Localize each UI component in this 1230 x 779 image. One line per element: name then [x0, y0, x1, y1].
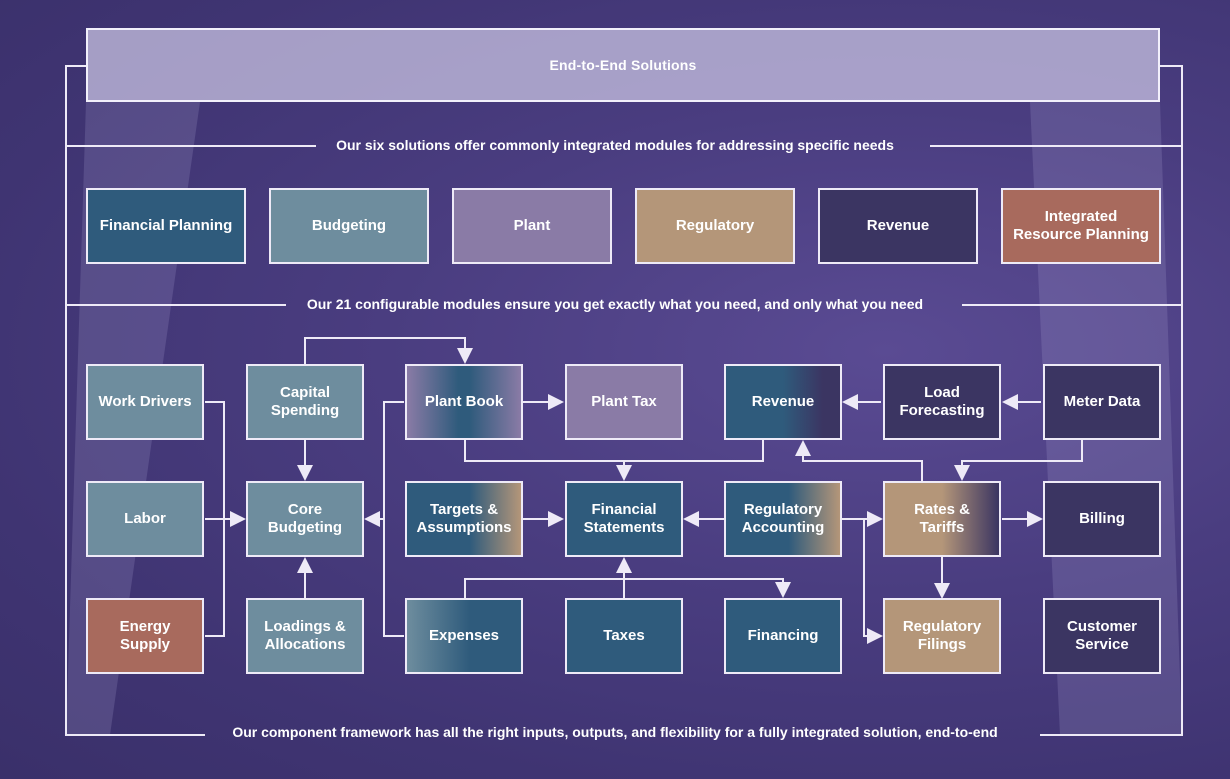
- module-regulatory-accounting[interactable]: Regulatory Accounting: [724, 481, 842, 557]
- module-taxes[interactable]: Taxes: [565, 598, 683, 674]
- module-targets-assumptions[interactable]: Targets & Assumptions: [405, 481, 523, 557]
- module-energy-supply[interactable]: Energy Supply: [86, 598, 204, 674]
- solution-regulatory[interactable]: Regulatory: [635, 188, 795, 264]
- end-to-end-banner: End-to-End Solutions: [86, 28, 1160, 102]
- solutions-caption-text: Our six solutions offer commonly integra…: [336, 137, 894, 153]
- solution-plant[interactable]: Plant: [452, 188, 612, 264]
- module-capital-spending[interactable]: Capital Spending: [246, 364, 364, 440]
- module-regulatory-filings[interactable]: Regulatory Filings: [883, 598, 1001, 674]
- modules-caption-text: Our 21 configurable modules ensure you g…: [306, 296, 924, 312]
- solution-budgeting[interactable]: Budgeting: [269, 188, 429, 264]
- solution-integrated-resource-planning[interactable]: Integrated Resource Planning: [1001, 188, 1161, 264]
- module-financing[interactable]: Financing: [724, 598, 842, 674]
- solution-financial-planning[interactable]: Financial Planning: [86, 188, 246, 264]
- module-labor[interactable]: Labor: [86, 481, 204, 557]
- module-loadings-allocations[interactable]: Loadings & Allocations: [246, 598, 364, 674]
- module-work-drivers[interactable]: Work Drivers: [86, 364, 204, 440]
- module-billing[interactable]: Billing: [1043, 481, 1161, 557]
- module-load-forecasting[interactable]: Load Forecasting: [883, 364, 1001, 440]
- module-rates-tariffs[interactable]: Rates & Tariffs: [883, 481, 1001, 557]
- solution-revenue[interactable]: Revenue: [818, 188, 978, 264]
- module-financial-statements[interactable]: Financial Statements: [565, 481, 683, 557]
- module-customer-service[interactable]: Customer Service: [1043, 598, 1161, 674]
- module-meter-data[interactable]: Meter Data: [1043, 364, 1161, 440]
- module-expenses[interactable]: Expenses: [405, 598, 523, 674]
- solutions-caption: Our six solutions offer commonly integra…: [0, 136, 1230, 154]
- module-plant-book[interactable]: Plant Book: [405, 364, 523, 440]
- footer-caption-text: Our component framework has all the righ…: [232, 724, 998, 740]
- modules-caption: Our 21 configurable modules ensure you g…: [0, 295, 1230, 313]
- module-plant-tax[interactable]: Plant Tax: [565, 364, 683, 440]
- module-core-budgeting[interactable]: Core Budgeting: [246, 481, 364, 557]
- module-revenue[interactable]: Revenue: [724, 364, 842, 440]
- footer-caption: Our component framework has all the righ…: [0, 723, 1230, 741]
